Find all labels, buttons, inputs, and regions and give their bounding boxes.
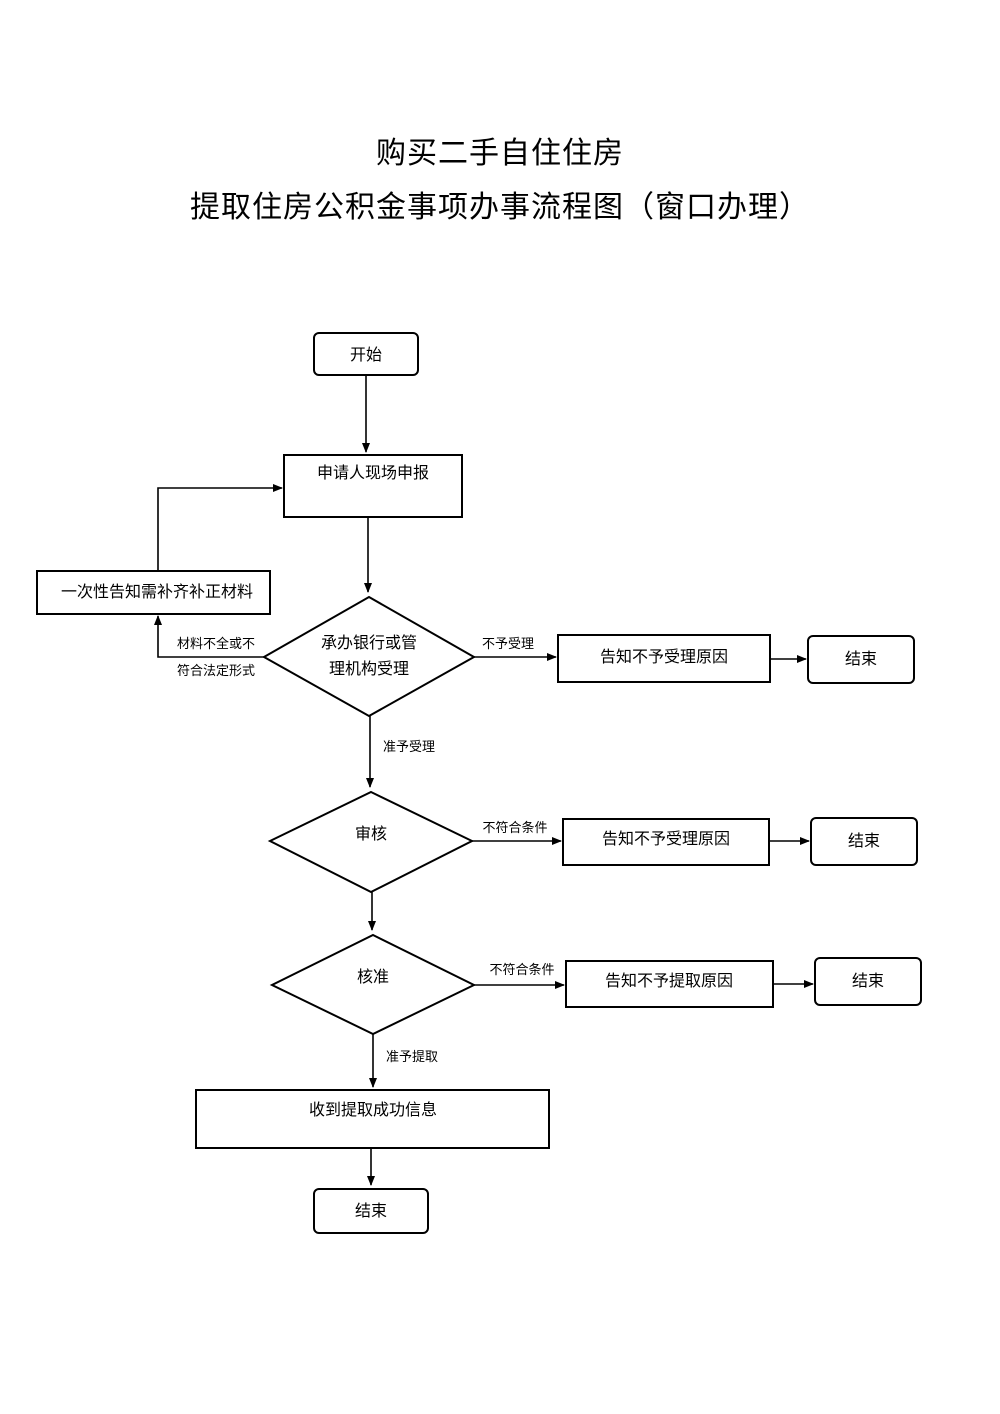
end-1-box <box>807 635 915 684</box>
node-start: 开始 <box>313 332 419 376</box>
node-accept-decision: 承办银行或管 理机构受理 <box>261 595 477 718</box>
end-final-box <box>313 1188 429 1234</box>
connectors <box>154 375 814 1186</box>
edge-labels: 材料不全或不 符合法定形式 不予受理 准予受理 不符合条件 不符合条件 准予提取 <box>177 636 555 1065</box>
node-end-2: 结束 <box>810 817 918 866</box>
page-subtitle: 提取住房公积金事项办事流程图（窗口办理） <box>190 190 810 225</box>
node-notify-supplement: 一次性告知需补齐补正材料 <box>36 570 271 615</box>
end-1-label: 结束 <box>845 649 877 668</box>
apply-label: 申请人现场申报 <box>317 463 429 482</box>
end-2-box <box>810 817 918 866</box>
success-box <box>195 1089 550 1149</box>
review-diamond <box>267 790 475 894</box>
accept-diamond <box>261 595 477 718</box>
approve-diamond <box>269 933 477 1036</box>
edge-label-not-accepted: 不予受理 <box>482 637 534 652</box>
node-reject-reason-3: 告知不予提取原因 <box>565 960 774 1008</box>
edge-label-not-qualified-2: 不符合条件 <box>489 962 554 978</box>
reject-reason-3-label: 告知不予提取原因 <box>605 971 733 990</box>
end-3-box <box>814 957 922 1006</box>
reject-reason-1-label: 告知不予受理原因 <box>600 647 728 666</box>
apply-box <box>283 454 463 518</box>
reject-reason-3-box <box>565 960 774 1008</box>
reject-reason-1-box <box>557 634 771 683</box>
review-label: 审核 <box>355 824 387 843</box>
node-apply: 申请人现场申报 <box>283 454 463 518</box>
notify-supplement-box <box>36 570 271 615</box>
node-reject-reason-2: 告知不予受理原因 <box>562 818 770 866</box>
end-2-label: 结束 <box>848 831 880 850</box>
end-final-label: 结束 <box>355 1201 387 1220</box>
reject-reason-2-label: 告知不予受理原因 <box>602 829 730 848</box>
node-success: 收到提取成功信息 <box>195 1089 550 1149</box>
notify-supplement-label: 一次性告知需补齐补正材料 <box>61 582 253 601</box>
node-approve: 核准 <box>269 933 477 1036</box>
node-end-3: 结束 <box>814 957 922 1006</box>
success-label: 收到提取成功信息 <box>309 1100 437 1119</box>
edge-supplement-to-apply <box>157 484 283 572</box>
node-reject-reason-1: 告知不予受理原因 <box>557 634 771 683</box>
edge-label-not-qualified-1: 不符合条件 <box>482 820 547 836</box>
accept-label-line1: 承办银行或管 <box>321 633 417 652</box>
reject-reason-2-box <box>562 818 770 866</box>
edge-label-incomplete-2: 符合法定形式 <box>177 663 255 679</box>
page-title: 购买二手自住住房 <box>376 136 624 171</box>
accept-label-line2: 理机构受理 <box>329 659 409 678</box>
edge-label-approved-withdraw: 准予提取 <box>386 1049 438 1065</box>
edge-label-accepted: 准予受理 <box>383 740 435 755</box>
node-end-final: 结束 <box>313 1188 429 1234</box>
node-end-1: 结束 <box>807 635 915 684</box>
end-3-label: 结束 <box>852 971 884 990</box>
node-review: 审核 <box>267 790 475 894</box>
edge-accept-to-supplement <box>154 615 265 658</box>
edge-label-incomplete-1: 材料不全或不 <box>177 636 255 652</box>
approve-label: 核准 <box>357 967 389 986</box>
start-box <box>313 332 419 376</box>
start-label: 开始 <box>350 345 382 364</box>
